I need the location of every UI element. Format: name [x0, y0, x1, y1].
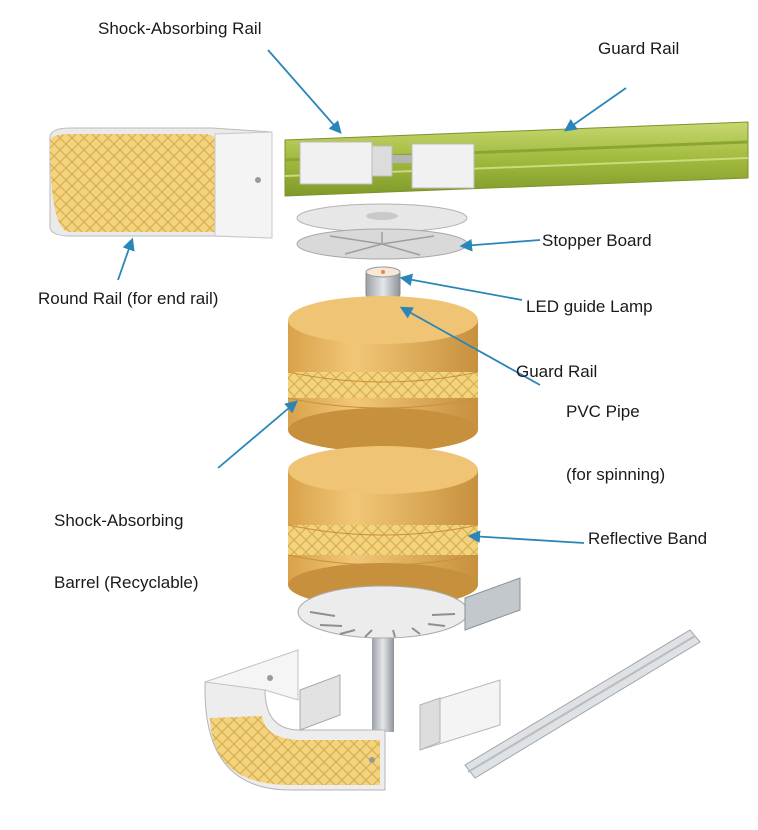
- round-rail-bottom: [204, 649, 386, 791]
- arrow-guard-rail-mid: [399, 306, 541, 386]
- bottom-stopper-disc: [297, 585, 469, 639]
- arrow-round-rail: [117, 237, 135, 281]
- guard-rail-top-part: [284, 121, 749, 197]
- mounting-brackets: [299, 674, 501, 751]
- label-shock-absorbing: Shock-Absorbing: [54, 511, 184, 530]
- label-reflective-band: Reflective Band: [588, 529, 708, 548]
- stopper-board: [296, 203, 468, 260]
- long-rail-bottom: [464, 629, 701, 779]
- upper-barrel: [287, 296, 479, 452]
- round-rail-top: [49, 127, 273, 239]
- label-shock-absorbing-rail: Shock-Absorbing Rail: [98, 19, 262, 38]
- arrow-reflective-band: [467, 530, 585, 544]
- label-led-guide-lamp: LED guide Lamp: [526, 297, 653, 316]
- annotation-arrows: [117, 49, 627, 544]
- label-round-rail: Round Rail (for end rail): [38, 289, 219, 308]
- lower-guard-rail: [464, 577, 521, 631]
- lower-barrel: [287, 446, 479, 607]
- label-guard-rail-mid: Guard Rail: [516, 362, 598, 381]
- arrow-guard-rail-top: [563, 87, 627, 132]
- label-barrel-recyclable: Barrel (Recyclable): [54, 573, 199, 592]
- label-stopper-board: Stopper Board: [542, 231, 652, 250]
- arrow-stopper-board: [459, 238, 541, 252]
- label-for-spinning: (for spinning): [566, 465, 666, 484]
- label-guard-rail-top: Guard Rail: [598, 39, 680, 58]
- arrow-shock-absorbing-rail: [267, 49, 342, 134]
- arrow-led-guide-lamp: [399, 273, 523, 301]
- arrow-shock-absorbing-barrel: [217, 400, 298, 469]
- label-pvc-pipe: PVC Pipe: [566, 402, 640, 421]
